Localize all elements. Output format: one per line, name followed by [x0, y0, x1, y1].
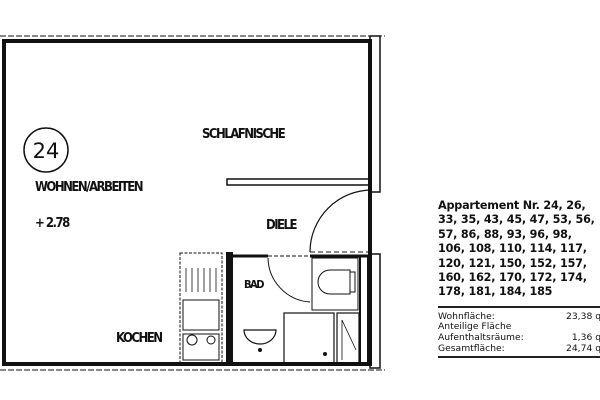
room-label-hall: DIELE — [266, 218, 298, 233]
apartment-title: Appartement Nr. 24, 26, 33, 35, 43, 45, … — [438, 199, 600, 300]
area-row: Anteilige Fläche — [438, 322, 600, 333]
facade-wall-lower — [369, 253, 381, 369]
outer-wall — [2, 39, 372, 366]
area-label: Gesamtfläche: — [438, 342, 505, 354]
room-label-bath: BAD — [244, 278, 264, 291]
title-line: 57, 86, 88, 93, 96, 98, — [438, 227, 572, 241]
area-row: Aufenthaltsräume: 1,36 qm — [438, 332, 600, 344]
divider — [438, 356, 600, 359]
apartment-marker: 24 — [33, 139, 60, 163]
apartment-info: Appartement Nr. 24, 26, 33, 35, 43, 45, … — [438, 199, 600, 359]
kitchen-counter — [179, 252, 223, 364]
area-label: Aufenthaltsräume: — [438, 332, 524, 344]
facade-wall-upper — [369, 35, 381, 193]
shower — [283, 312, 335, 364]
stove-burner — [186, 334, 198, 346]
floor-plan: 24 WOHNEN/ARBEITEN + 2.78 SCHLAFNISCHE D… — [0, 35, 385, 371]
title-line: 120, 121, 150, 152, 157, — [438, 256, 587, 270]
title-line: 33, 35, 43, 45, 47, 53, 56, — [438, 213, 595, 227]
entrance-door — [309, 189, 373, 253]
stove-burner — [206, 335, 216, 345]
toilet — [317, 269, 351, 295]
area-table: Wohnfläche: 23,38 qm Anteilige Fläche Auf… — [438, 308, 600, 356]
title-line: 106, 108, 110, 114, 117, — [438, 242, 587, 256]
area-value: 23,38 qm — [565, 310, 600, 322]
washbasin — [243, 329, 277, 345]
area-row: Wohnfläche: 23,38 qm — [438, 310, 600, 323]
divider — [438, 305, 600, 308]
title-line: 160, 162, 170, 172, 174, — [438, 271, 587, 285]
area-value: 1,36 qm — [571, 332, 600, 344]
room-label-living: WOHNEN/ARBEITEN — [35, 180, 143, 195]
area-row: Gesamtfläche: 24,74 qm — [438, 342, 600, 355]
area-label: Wohnfläche: — [438, 310, 495, 322]
bath-door — [267, 257, 311, 303]
title-line: Appartement Nr. 24, 26, — [438, 199, 586, 212]
area-value: 24,74 qm — [565, 342, 600, 354]
room-label-kitchen: KOCHEN — [116, 331, 162, 346]
title-line: 178, 181, 184, 185 — [438, 285, 553, 299]
apartment-marker-circle — [23, 127, 69, 173]
partition-wall — [226, 178, 371, 186]
room-label-sleeping: SCHLAFNISCHE — [202, 127, 286, 142]
area-label: Anteilige Fläche — [438, 321, 512, 333]
level-label: + 2.78 — [35, 216, 70, 231]
